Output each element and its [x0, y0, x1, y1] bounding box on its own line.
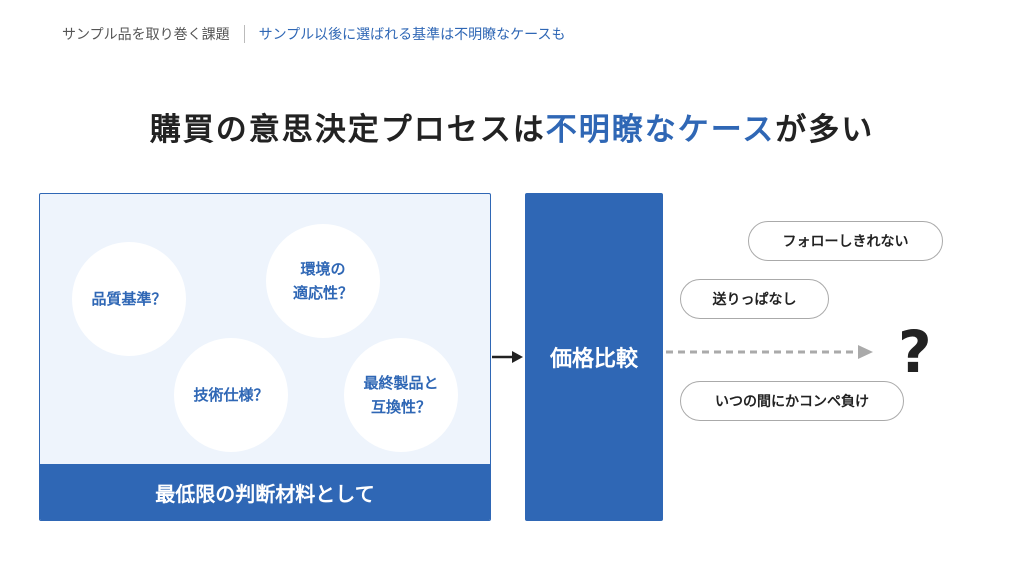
question-mark-icon: ? [898, 318, 932, 386]
dashed-arrow-icon [666, 345, 873, 359]
criteria-circle-spec: 技術仕様？ [174, 338, 288, 452]
circle-text: 互換性？ [370, 398, 431, 416]
criteria-circle-quality: 品質基準？ [72, 242, 186, 356]
divider [243, 25, 245, 43]
section-subtitle: サンプル以後に選ばれる基準は不明瞭なケースも [258, 27, 566, 43]
criteria-circle-compat: 最終製品と互換性？ [344, 338, 458, 452]
criteria-panel: 品質基準？ 環境の適応性？ 技術仕様？ 最終製品と互換性？ 最低限の判断材料とし… [39, 193, 491, 521]
title-part2: が多い [775, 112, 875, 148]
outcome-pill: フォローしきれない [748, 221, 943, 261]
outcome-pill: 送りっぱなし [680, 279, 829, 319]
circle-text: 品質基準？ [91, 290, 167, 308]
title-part1: 購買の意思決定プロセスは [149, 112, 546, 148]
breadcrumb: サンプル品を取り巻く課題 サンプル以後に選ばれる基準は不明瞭なケースも [62, 24, 565, 44]
outcome-pill: いつの間にかコンペ負け [680, 381, 904, 421]
page-title: 購買の意思決定プロセスは不明瞭なケースが多い [0, 104, 1024, 149]
price-comparison-box: 価格比較 [525, 193, 663, 521]
arrow-right-icon [492, 351, 523, 363]
circle-text: 適応性？ [292, 284, 353, 302]
section-label: サンプル品を取り巻く課題 [62, 27, 230, 43]
criteria-circle-environment: 環境の適応性？ [266, 224, 380, 338]
circle-text: 技術仕様？ [193, 386, 269, 404]
circle-text: 環境の [300, 260, 346, 278]
title-highlight: 不明瞭なケース [545, 112, 776, 148]
circle-text: 最終製品と [363, 374, 439, 392]
panel-footer: 最低限の判断材料として [40, 464, 490, 520]
